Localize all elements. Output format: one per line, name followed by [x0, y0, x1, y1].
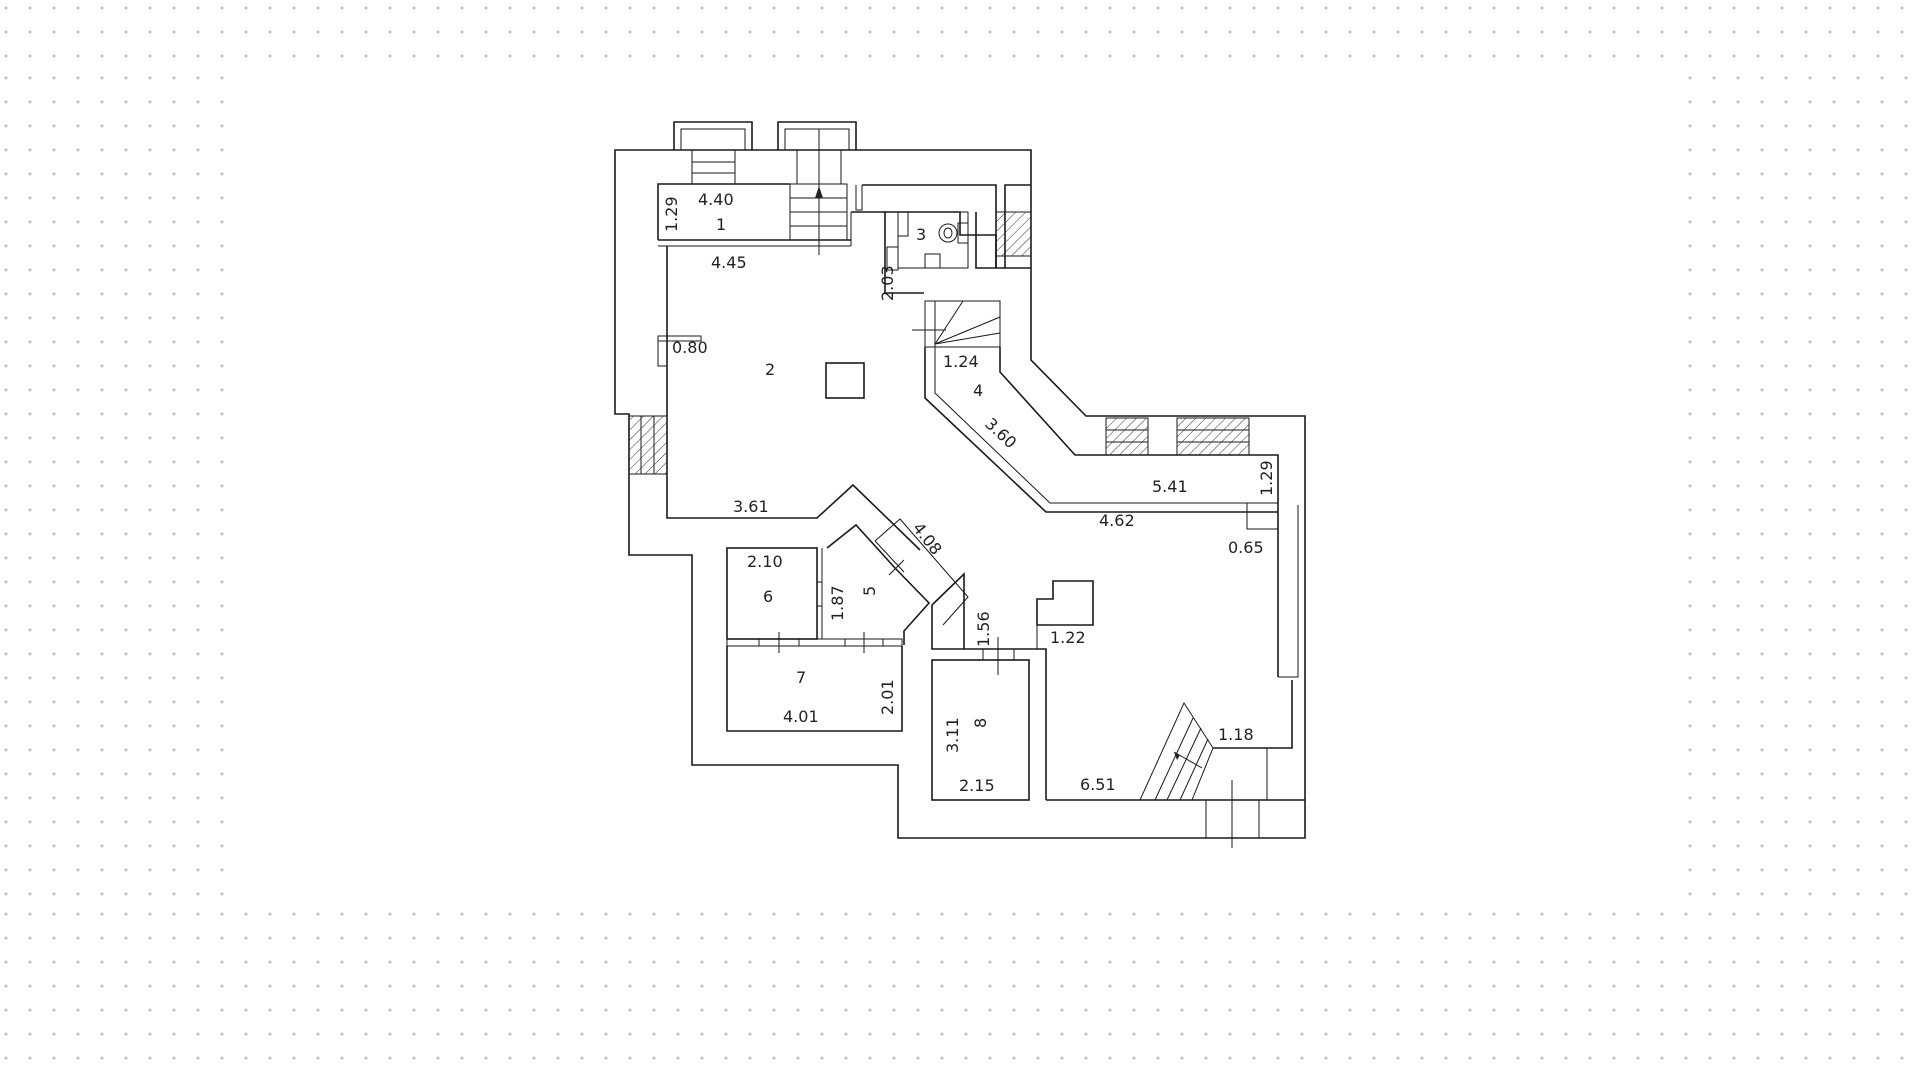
porch-right-stairs: [777, 121, 857, 255]
room-3: 3 2.03: [855, 184, 1032, 301]
room-8: 1.56 3.11 8 2.15: [931, 572, 1047, 801]
room-2: 4.45 2 0.80 3.61: [628, 211, 924, 551]
room-label-5: 5: [860, 586, 879, 596]
room-label-3: 3: [916, 225, 926, 244]
dim-room5-height: 1.87: [828, 585, 847, 621]
dim-room6-width: 2.10: [747, 552, 783, 571]
dim-room5-diag: 4.08: [909, 519, 946, 559]
hatched-wall-top: [995, 211, 1032, 257]
column: [825, 362, 865, 399]
dim-hall-height: 1.29: [1257, 460, 1276, 496]
porch-left: [673, 121, 753, 185]
dim-main-col: 1.22: [1050, 628, 1086, 647]
dim-main-top: 4.62: [1099, 511, 1135, 530]
room-label-6: 6: [763, 587, 773, 606]
dot-grid-right: [1684, 70, 1920, 910]
room-label-2: 2: [765, 360, 775, 379]
dot-grid-bottom: [0, 906, 1920, 1078]
dim-room3-side: 2.03: [878, 265, 897, 301]
dot-grid-left: [0, 70, 232, 910]
dim-room2-niche: 0.80: [672, 338, 708, 357]
hatched-wall-left: [628, 415, 668, 475]
dim-room8-width: 2.15: [959, 776, 995, 795]
hatched-window-1: [1105, 417, 1149, 456]
room-label-1: 1: [716, 215, 726, 234]
dim-room7-width: 4.01: [783, 707, 819, 726]
dim-corridor-width: 1.56: [974, 611, 993, 647]
dim-hall-width: 5.41: [1152, 477, 1188, 496]
hatched-window-2: [1176, 417, 1250, 456]
dim-main-bottom: 6.51: [1080, 775, 1116, 794]
dim-room2-top: 4.45: [711, 253, 747, 272]
dim-main-niche: 0.65: [1228, 538, 1264, 557]
room-6: 2.10 6: [726, 547, 823, 640]
dim-room1-height: 1.29: [662, 196, 681, 232]
room-4: 1.24 4 3.60 5.41 1.29: [912, 300, 1279, 677]
dim-room1-width: 4.40: [698, 190, 734, 209]
dim-room4-diag: 3.60: [981, 414, 1020, 452]
dim-room2-bottom: 3.61: [733, 497, 769, 516]
dim-stair-width: 1.18: [1218, 725, 1254, 744]
room-7: 7 4.01 2.01: [726, 632, 903, 732]
stair-flight: [1139, 701, 1214, 801]
dim-room7-height: 2.01: [878, 679, 897, 715]
dim-room4-width: 1.24: [943, 352, 979, 371]
dot-grid-top: [0, 0, 1920, 70]
room-1: 4.40 1 1.29: [657, 183, 852, 247]
main-right-room: 0.65 4.62 1.22 6.51 1.18: [1036, 502, 1305, 848]
room-label-8: 8: [971, 718, 990, 728]
room-label-4: 4: [973, 381, 983, 400]
room-5: 4.08 5 1.87: [826, 518, 969, 645]
dim-room8-height: 3.11: [943, 717, 962, 753]
room-label-7: 7: [796, 668, 806, 687]
